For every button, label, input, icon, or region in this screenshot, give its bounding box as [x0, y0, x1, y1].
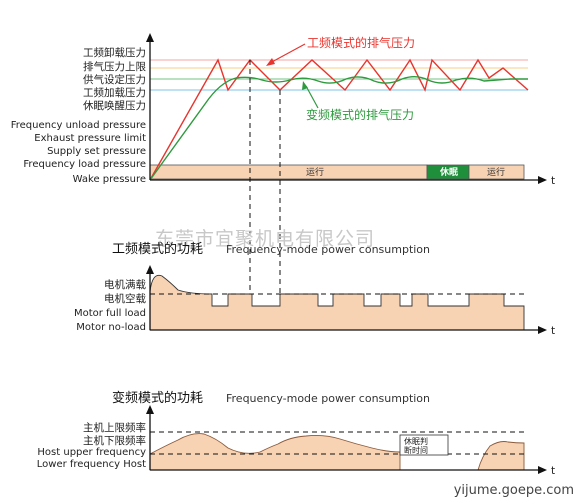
- motor-full-load-label-en: Motor full load: [74, 308, 146, 319]
- green-annotation-arrow: [305, 85, 319, 109]
- host-upper-frequency-label-en: Host upper frequency: [37, 447, 146, 458]
- wake-pressure-label: 休眠唤醒压力: [83, 99, 146, 112]
- unload-pressure-label-en: Frequency unload pressure: [11, 120, 146, 131]
- variable-power-y-arrow: [146, 405, 154, 414]
- exhaust-limit-label-en: Exhaust pressure limit: [34, 133, 146, 144]
- motor-full-load-label: 电机满载: [104, 278, 146, 291]
- pressure-y-arrow: [146, 33, 154, 42]
- pressure-chart: 运行 休眠 运行 工频模式的排气压力 变频模式的排气压力 t 工频卸载压力 排气…: [11, 33, 555, 300]
- frequency-mode-pressure-curve: [149, 58, 529, 181]
- variable-mode-pressure-curve: [149, 76, 528, 181]
- frequency-power-chart: 工频模式的功耗 Frequency-mode power consumption…: [74, 241, 555, 337]
- frequency-power-t-label: t: [551, 325, 555, 337]
- sleep-judgment-line-1: 休眠判: [404, 436, 428, 446]
- run-bar-2: [468, 164, 525, 180]
- supply-set-label-en: Supply set pressure: [47, 146, 146, 157]
- exhaust-limit-label: 排气压力上限: [83, 60, 146, 73]
- frequency-power-y-arrow: [146, 265, 154, 274]
- unload-pressure-label: 工频卸载压力: [83, 46, 146, 59]
- variable-power-title-en: Frequency-mode power consumption: [226, 392, 430, 405]
- load-pressure-label: 工频加载压力: [83, 86, 146, 99]
- variable-power-x-arrow: [538, 466, 547, 474]
- host-lower-frequency-label-en: Lower frequency Host: [37, 459, 146, 470]
- frequency-power-area: [149, 274, 525, 331]
- load-pressure-label-en: Frequency load pressure: [23, 159, 146, 170]
- variable-mode-annotation: 变频模式的排气压力: [306, 107, 414, 122]
- green-arrow-head: [302, 81, 308, 90]
- red-arrow-head: [266, 58, 275, 66]
- run-bar-2-label: 运行: [487, 166, 505, 178]
- motor-no-load-label: 电机空载: [104, 292, 146, 305]
- host-lower-frequency-label: 主机下限频率: [83, 434, 146, 447]
- supply-set-label: 供气设定压力: [83, 73, 146, 86]
- frequency-mode-annotation: 工频模式的排气压力: [307, 35, 415, 50]
- sleep-judgment-box: [399, 434, 449, 456]
- variable-power-area-1: [149, 433, 401, 471]
- variable-power-t-label: t: [551, 465, 555, 477]
- sleep-bar-label: 休眠: [439, 166, 458, 178]
- motor-no-load-label-en: Motor no-load: [76, 322, 146, 333]
- variable-power-title: 变频模式的功耗: [112, 390, 203, 406]
- run-bar-1-label: 运行: [306, 166, 324, 178]
- site-credit: yijume.goepe.com: [454, 483, 574, 498]
- run-bar-1: [149, 164, 428, 180]
- pressure-t-label: t: [551, 175, 555, 187]
- pressure-x-arrow: [538, 176, 547, 184]
- sleep-judgment-line-2: 断时间: [404, 445, 428, 455]
- frequency-power-x-arrow: [538, 326, 547, 334]
- wake-pressure-label-en: Wake pressure: [73, 174, 146, 185]
- frequency-power-title: 工频模式的功耗: [112, 241, 203, 257]
- frequency-power-title-en: Frequency-mode power consumption: [226, 243, 430, 256]
- watermark: 东莞市宜聚机电有限公司: [155, 228, 375, 250]
- host-upper-frequency-label: 主机上限频率: [83, 421, 146, 434]
- red-annotation-arrow: [269, 43, 306, 64]
- variable-power-area-2: [477, 441, 525, 471]
- variable-power-chart: 变频模式的功耗 Frequency-mode power consumption…: [37, 390, 555, 477]
